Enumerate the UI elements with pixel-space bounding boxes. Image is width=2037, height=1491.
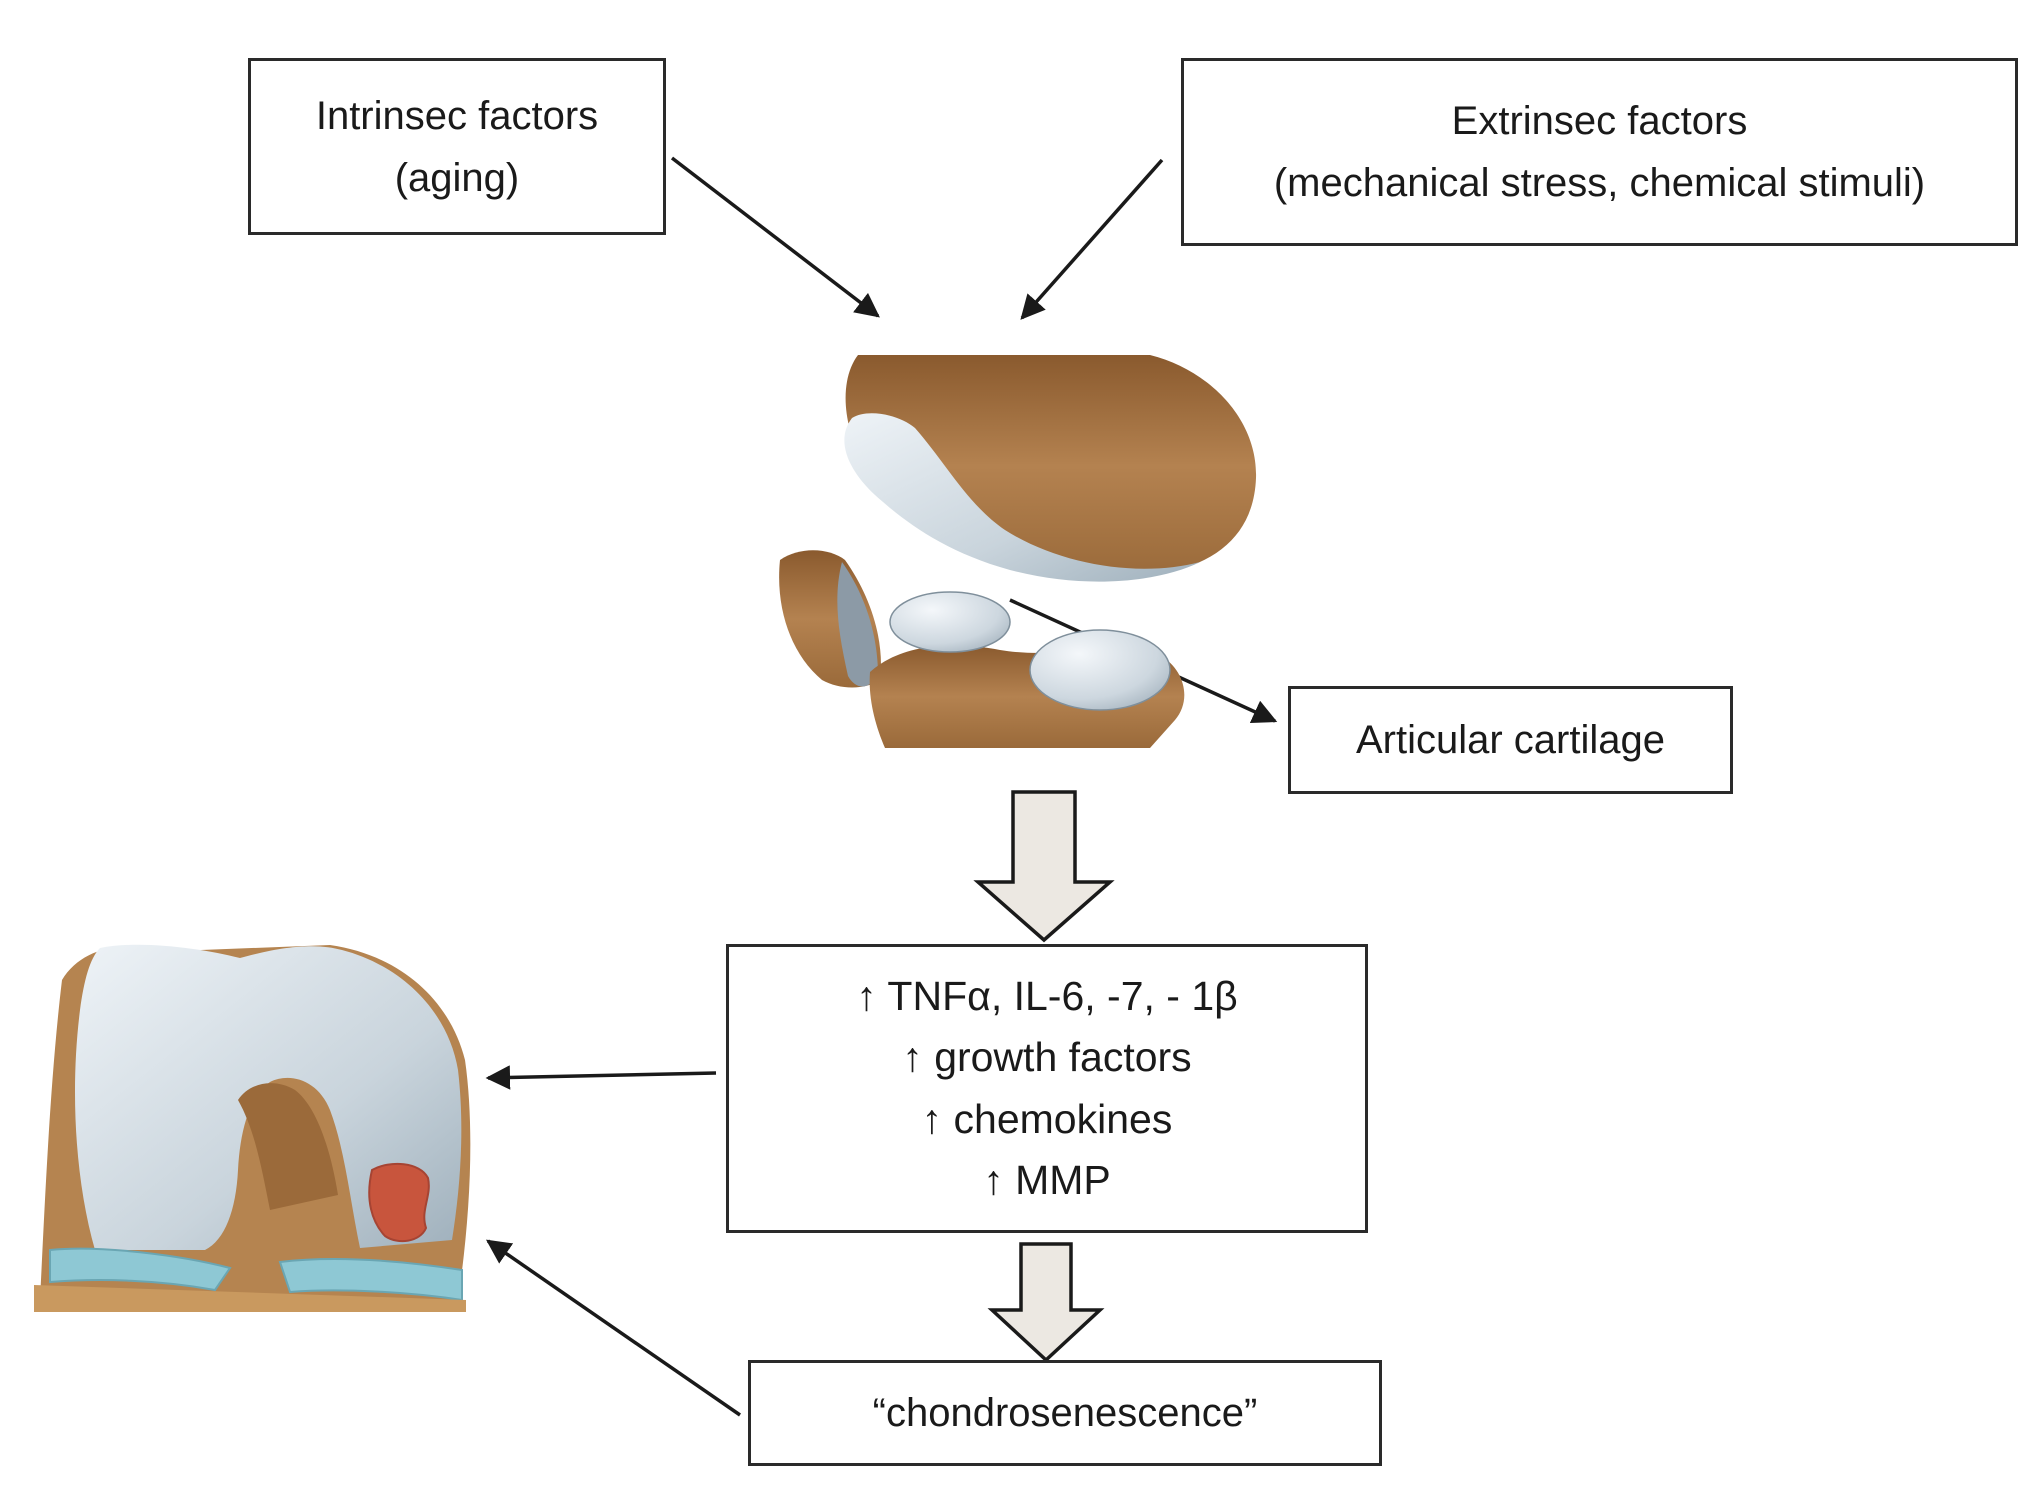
extrinsic-factors-title: Extrinsec factors — [1451, 99, 1748, 143]
intrinsic-factors-box: Intrinsec factors (aging) — [248, 58, 666, 235]
intrinsic-factors-subtitle: (aging) — [394, 155, 520, 200]
articular-cartilage-label: Articular cartilage — [1355, 718, 1665, 762]
femur-cartilage — [844, 413, 1200, 582]
arrow-intrinsic-to-joint — [670, 156, 880, 318]
osteoarthritic-knee-illustration — [34, 944, 471, 1312]
articular-cartilage-box: Articular cartilage — [1288, 686, 1733, 794]
block-arrow-joint-to-mediators — [973, 790, 1115, 943]
intercondylar-notch — [238, 1083, 338, 1210]
mediators-box: ↑ TNFα, IL-6, -7, - 1β ↑ growth factors … — [726, 944, 1368, 1233]
block-arrow-mediators-to-chondro — [987, 1242, 1105, 1363]
chondrosenescence-box: “chondrosenescence” — [748, 1360, 1382, 1466]
knee-cartilage-surface — [75, 944, 462, 1250]
tibia-base — [34, 1285, 466, 1312]
chondrosenescence-label: “chondrosenescence” — [872, 1391, 1258, 1435]
knee-joint-illustration — [779, 355, 1257, 748]
cartilage-lesion — [368, 1162, 430, 1243]
arrow-extrinsic-to-joint — [1020, 158, 1164, 320]
extrinsic-factors-box: Extrinsec factors (mechanical stress, ch… — [1181, 58, 2018, 246]
patella-cartilage — [837, 562, 878, 687]
intrinsic-factors-title: Intrinsec factors — [315, 93, 599, 138]
mediator-line-growth-factors: ↑ growth factors — [902, 1034, 1192, 1080]
mediator-line-chemokines: ↑ chemokines — [921, 1095, 1173, 1142]
meniscus-left — [49, 1247, 232, 1292]
mediator-line-mmp: ↑ MMP — [983, 1157, 1111, 1203]
lateral-plateau-cartilage — [1029, 629, 1171, 711]
mediator-line-cytokines: ↑ TNFα, IL-6, -7, - 1β — [856, 972, 1238, 1019]
arrow-chondro-to-knee — [485, 1239, 741, 1417]
extrinsic-factors-subtitle: (mechanical stress, chemical stimuli) — [1273, 161, 1926, 205]
arrow-mediators-to-knee — [485, 1065, 717, 1090]
medial-plateau-cartilage — [889, 591, 1011, 653]
